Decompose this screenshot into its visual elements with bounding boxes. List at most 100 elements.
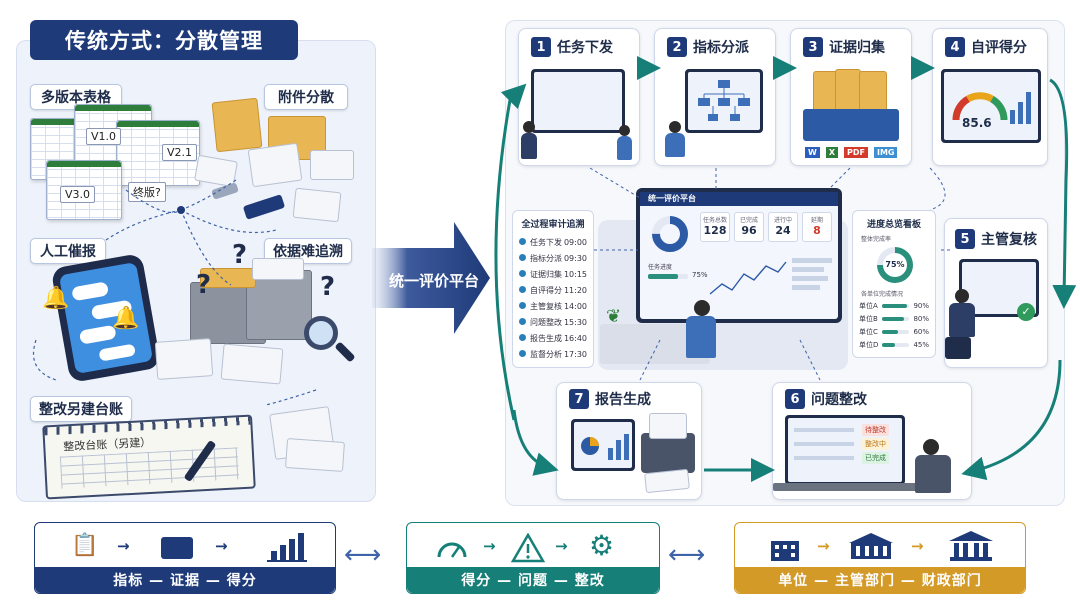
audit-step-label: 报告生成 — [530, 333, 562, 343]
step-label: 报告生成 — [595, 392, 651, 408]
version-tag: V3.0 — [60, 186, 96, 203]
scatter-connections — [32, 179, 317, 406]
kpi-value: 24 — [775, 224, 791, 237]
laptop-icon: 待整改 整改中 已完成 — [785, 415, 905, 485]
trend-line-chart — [709, 261, 787, 295]
audit-title: 全过程审计追溯 — [521, 220, 585, 230]
timeline-dot-icon — [519, 317, 526, 325]
audit-step: 主管复核 — [519, 301, 562, 312]
audit-time: 16:40 — [563, 333, 587, 343]
unit-progress-bar — [882, 342, 910, 347]
gear-icon: ⚙ — [589, 529, 615, 562]
audit-time: 17:30 — [563, 349, 587, 359]
score-gauge — [952, 92, 1031, 124]
arrow-right-icon: → — [483, 537, 496, 555]
printer-icon — [641, 433, 695, 473]
step-label: 指标分派 — [693, 40, 749, 56]
step-number: 7 — [569, 389, 589, 409]
magnifier-icon — [304, 316, 338, 350]
timeline-dot-icon — [519, 237, 526, 245]
audit-time: 14:00 — [563, 301, 587, 311]
plant-icon: ❦ — [606, 306, 622, 327]
kpi-label: 延期 — [810, 217, 823, 224]
person-icon — [669, 121, 681, 133]
folder-icon — [161, 537, 193, 559]
unit-progress-bar — [881, 329, 910, 334]
workflow-arrows — [494, 56, 1077, 482]
version-tag: 终版? — [128, 182, 166, 202]
arrow-right-icon: → — [117, 537, 130, 555]
kpi-value: 128 — [703, 224, 727, 237]
audit-step-label: 证据归集 — [530, 269, 562, 279]
step-5-supervisor-review: 5 主管复核 ✓ — [944, 218, 1048, 368]
step-number: 1 — [531, 37, 551, 57]
step-1-task-issue: 1 任务下发 — [518, 28, 640, 166]
kpi-value: 8 — [813, 224, 821, 237]
status-tag-done: 已完成 — [862, 452, 889, 464]
person-icon — [694, 300, 710, 316]
progress-label: 任务进度 — [648, 264, 673, 271]
monitor-icon — [685, 69, 763, 133]
kpi-label: 任务总数 — [702, 217, 727, 224]
clipboard-check-icon: 📋 — [71, 533, 99, 558]
audit-step-label: 自评得分 — [530, 285, 562, 295]
finance-bureau-icon — [949, 531, 993, 561]
unit-name: 单位A — [859, 301, 878, 310]
label-hard-to-trace: 依据难追溯 — [264, 238, 352, 264]
summary-caption: 指标 — 证据 — 得分 — [35, 567, 335, 593]
label-rectify-ledger: 整改另建台账 — [30, 396, 132, 422]
arrow-right-icon: → — [215, 537, 228, 555]
monitor-icon: 85.6 — [941, 69, 1041, 143]
audit-step: 任务下发 — [519, 237, 562, 248]
chair-icon — [945, 337, 971, 359]
bell-icon: 🔔 — [42, 286, 70, 311]
kpi-value: 96 — [741, 224, 757, 237]
mini-bars — [792, 258, 832, 290]
audit-step-label: 问题整改 — [530, 317, 562, 327]
audit-step: 证据归集 — [519, 269, 562, 280]
traditional-title: 传统方式：分散管理 — [30, 20, 298, 60]
audit-step-label: 任务下发 — [530, 237, 562, 247]
arrow-right-icon: → — [555, 537, 568, 555]
step-label: 任务下发 — [557, 40, 613, 56]
board-overall-label: 整体完成率 — [861, 236, 892, 243]
arrow-right-icon: → — [817, 537, 830, 555]
status-tag-in-progress: 整改中 — [862, 438, 889, 450]
status-tag-pending: 待整改 — [862, 424, 889, 436]
gauge-icon — [437, 542, 467, 558]
overall-ring: 75% — [877, 247, 913, 283]
platform-arrow-label: 统一评价平台 — [388, 272, 479, 290]
step-number: 6 — [785, 389, 805, 409]
step-7-report-generate: 7 报告生成 — [556, 382, 702, 500]
step-label: 自评得分 — [971, 40, 1027, 56]
audit-step-label: 指标分派 — [530, 253, 562, 263]
unit-progress-bar — [881, 316, 910, 321]
step-4-self-score: 4 自评得分 85.6 — [932, 28, 1048, 166]
version-tag: V2.1 — [162, 144, 198, 161]
unit-progress-bar — [881, 303, 910, 308]
excel-icon: X — [825, 147, 838, 158]
step-number: 4 — [945, 37, 965, 57]
audit-step: 指标分派 — [519, 253, 562, 264]
summary-box-indicator: 📋 → → 指标 — 证据 — 得分 — [34, 522, 336, 594]
timeline-dot-icon — [519, 349, 526, 357]
audit-step: 自评得分 — [519, 285, 562, 296]
org-chart-icon — [698, 80, 750, 121]
warning-icon — [511, 533, 545, 563]
step-number: 5 — [955, 229, 975, 249]
double-arrow-icon: ⟷ — [668, 540, 706, 570]
timeline-dot-icon — [519, 253, 526, 261]
unit-name: 单位B — [859, 314, 878, 323]
step-number: 3 — [803, 37, 823, 57]
